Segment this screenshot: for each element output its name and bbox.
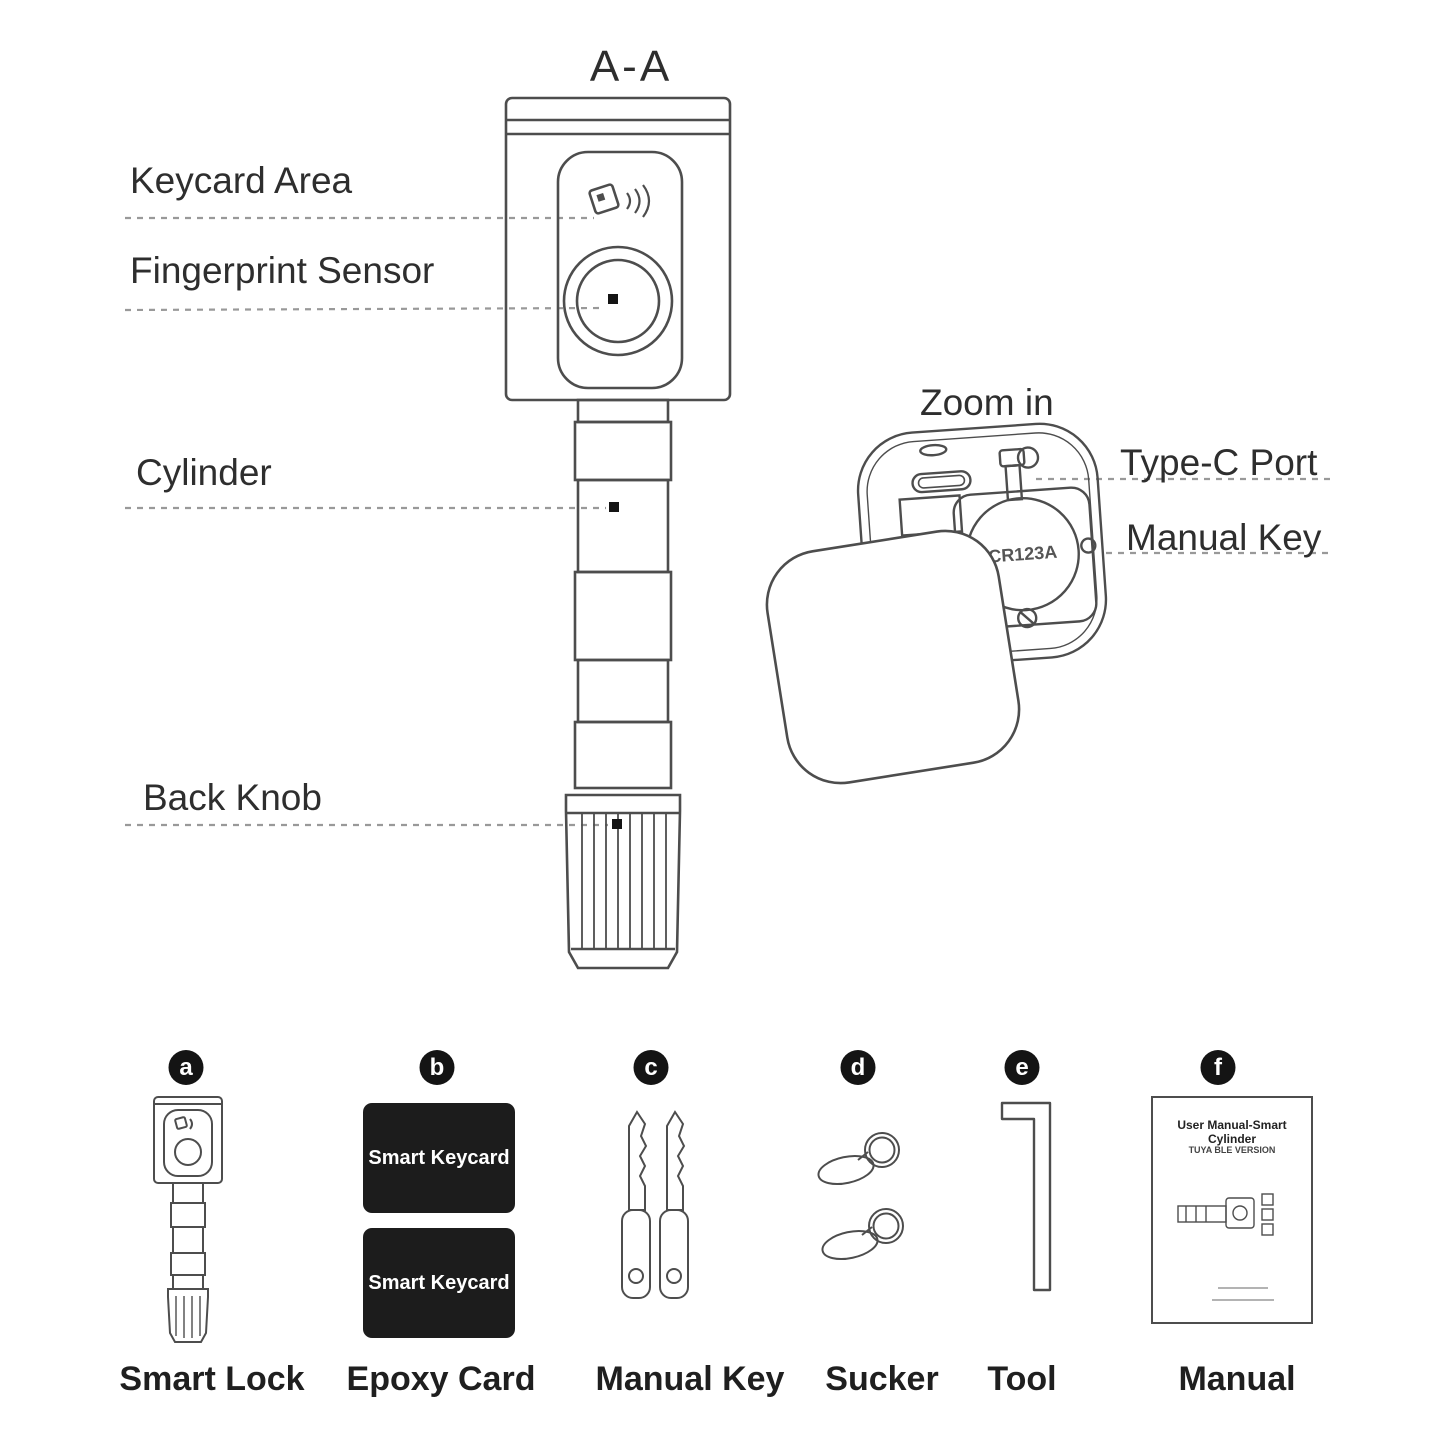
item-letter-a: a (168, 1050, 204, 1085)
section-title: A-A (589, 42, 673, 91)
item-tool-drawing (1000, 1101, 1052, 1292)
item-label-tool: Tool (987, 1360, 1057, 1398)
callout-type-c-port: Type-C Port (1120, 442, 1318, 483)
item-label-epoxy-card: Epoxy Card (346, 1360, 536, 1398)
epoxy-card-2: Smart Keycard (363, 1228, 515, 1338)
epoxy-card-2-text: Smart Keycard (368, 1271, 510, 1294)
manual-booklet-title: User Manual-Smart Cylinder (1177, 1118, 1287, 1146)
zoom-cover-plate (765, 529, 1021, 785)
manual-booklet-subtitle: TUYA BLE VERSION (1188, 1145, 1276, 1155)
item-label-manual-key: Manual Key (595, 1360, 785, 1398)
item-smart-lock-drawing (153, 1096, 223, 1343)
callout-manual-key: Manual Key (1126, 517, 1322, 558)
item-manual-drawing (1151, 1096, 1313, 1324)
keycard-icon (588, 183, 620, 215)
leader-lines (124, 216, 1332, 827)
zoom-in-label: Zoom in (920, 382, 1054, 423)
item-label-smart-lock: Smart Lock (119, 1360, 305, 1398)
callout-keycard-area: Keycard Area (130, 160, 353, 201)
callout-back-knob: Back Knob (143, 777, 322, 818)
battery-label: CR123A (988, 542, 1058, 567)
item-letter-b: b (419, 1050, 455, 1085)
smart-lock-drawing (504, 96, 732, 970)
item-letter-e: e (1004, 1050, 1040, 1085)
epoxy-card-1: Smart Keycard (363, 1103, 515, 1213)
callout-cylinder: Cylinder (136, 452, 272, 493)
item-label-sucker: Sucker (825, 1360, 939, 1398)
item-suckers-drawing (817, 1132, 904, 1260)
item-label-manual: Manual (1178, 1360, 1296, 1398)
item-letter-c: c (633, 1050, 669, 1085)
epoxy-card-1-text: Smart Keycard (368, 1146, 510, 1169)
item-letter-f: f (1200, 1050, 1236, 1085)
item-letter-d: d (840, 1050, 876, 1085)
item-keys-drawing (621, 1110, 689, 1299)
callout-fingerprint-sensor: Fingerprint Sensor (130, 250, 435, 291)
